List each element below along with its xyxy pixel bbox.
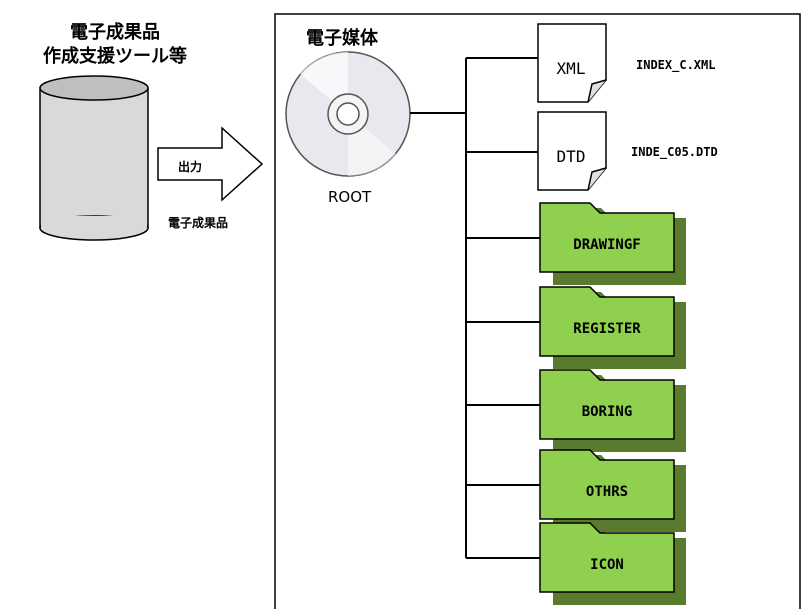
arrow-label: 出力 xyxy=(178,160,203,174)
database-icon xyxy=(39,75,149,241)
folder-icon-othrs xyxy=(539,449,686,532)
tool-title-line1: 電子成果品 xyxy=(70,22,160,43)
folder-icon-icon xyxy=(539,522,686,605)
file-dtd-label: DTD xyxy=(557,147,586,166)
folder-label-register: REGISTER xyxy=(573,321,641,337)
media-frame xyxy=(274,13,801,609)
folder-icon-register xyxy=(539,286,686,369)
output-arrow xyxy=(157,126,264,202)
file-xml-icon xyxy=(537,23,607,103)
cd-icon xyxy=(285,51,411,177)
folder-label-icon: ICON xyxy=(590,557,624,573)
file-dtd-icon xyxy=(537,111,607,191)
file-xml-name: INDEX_C.XML xyxy=(636,58,716,72)
root-label: ROOT xyxy=(328,188,372,206)
folder-label-drawingf: DRAWINGF xyxy=(573,237,640,253)
media-title: 電子媒体 xyxy=(306,28,378,49)
tool-title-line2: 作成支援ツール等 xyxy=(43,46,187,67)
folder-icon-drawingf xyxy=(539,202,686,285)
output-label: 電子成果品 xyxy=(168,216,229,230)
file-dtd-name: INDE_C05.DTD xyxy=(631,145,718,159)
file-xml-label: XML xyxy=(557,59,586,78)
tree-lines xyxy=(410,57,540,559)
folder-icon-boring xyxy=(539,369,686,452)
folder-label-othrs: OTHRS xyxy=(586,484,628,500)
folder-label-boring: BORING xyxy=(582,404,633,420)
